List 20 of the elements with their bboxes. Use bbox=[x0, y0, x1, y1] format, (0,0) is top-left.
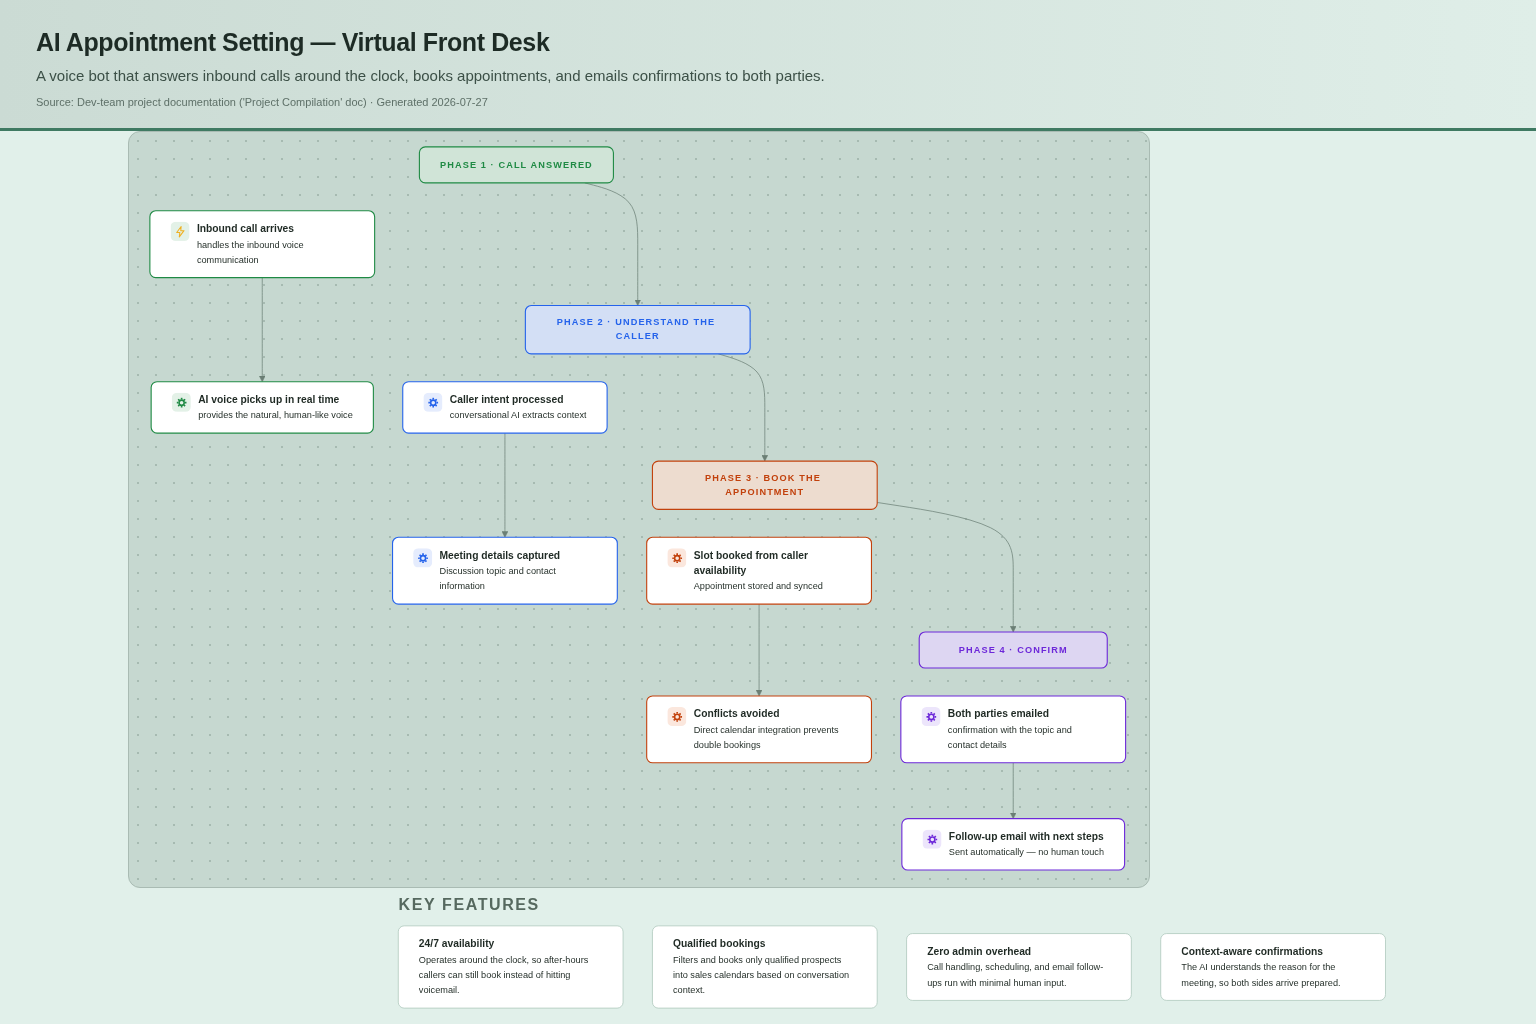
node-box: Context-aware confirmations The AI understands the reason for the meeting, so both sides arrive prepared. bbox=[1160, 933, 1387, 1001]
node-box: Both parties emailed confirmation with the topic and contact details bbox=[900, 695, 1127, 764]
node-box: AI voice picks up in real time provides the natural, human-like voice bbox=[150, 381, 375, 434]
source-note: Source: Dev-team project documentation ('Project Compilation' doc) · Generated 2026-07-27 bbox=[36, 96, 489, 108]
node-box: Meeting details captured Discussion topic and contact information bbox=[392, 536, 619, 605]
node-box: PHASE 4 · CONFIRM bbox=[918, 631, 1109, 669]
subtitle: A voice bot that answers inbound calls around the clock, books appointments, and emails confirmations to both parties. bbox=[36, 67, 826, 84]
node-box: PHASE 2 · UNDERSTAND THE CALLER bbox=[525, 305, 751, 355]
node-box: Inbound call arrives handles the inbound voice communication bbox=[149, 210, 376, 279]
node-box: Qualified bookings Filters and books only qualified prospects into sales calendars based on conversation context. bbox=[652, 925, 878, 1009]
title: AI Appointment Setting — Virtual Front Desk bbox=[36, 28, 550, 57]
node-box: Conflicts avoided Direct calendar integration prevents double bookings bbox=[646, 695, 873, 764]
node-box: Zero admin overhead Call handling, scheduling, and email follow-ups run with minimal human input. bbox=[906, 933, 1133, 1001]
section-heading: KEY FEATURES bbox=[398, 895, 540, 914]
node-box: 24/7 availability Operates around the clock, so after-hours callers can still book instead of hitting voicemail. bbox=[398, 925, 624, 1009]
node-box: Follow-up email with next steps Sent automatically — no human touch bbox=[901, 818, 1126, 871]
node-box: PHASE 1 · CALL ANSWERED bbox=[419, 146, 615, 184]
node-box: Caller intent processed conversational AI extracts context bbox=[402, 381, 608, 434]
node-box: Slot booked from caller availability Appointment stored and synced bbox=[646, 536, 873, 605]
node-box: PHASE 3 · BOOK THE APPOINTMENT bbox=[652, 460, 879, 510]
